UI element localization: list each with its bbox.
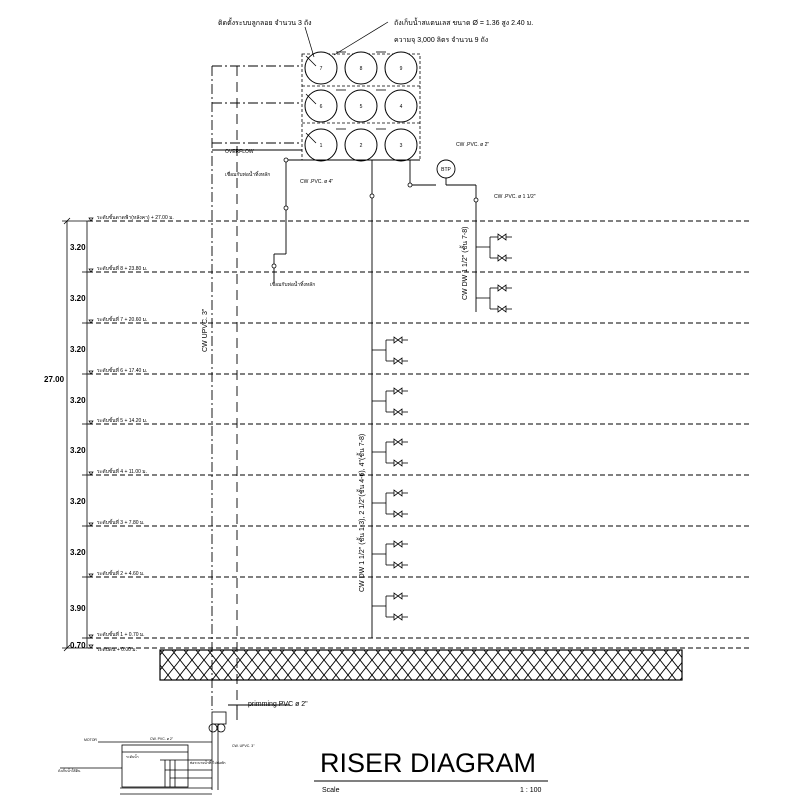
label-cw-pvc-4: CW .PVC. ø 4" — [300, 179, 333, 185]
label-upvc-riser: CW UPVC. 3" — [202, 308, 209, 352]
tank-2 — [344, 128, 378, 162]
btp-pump-symbol — [436, 159, 456, 179]
dim-floor-3: 3.20 — [70, 497, 86, 506]
label-priming: primming PVC ø 2" — [248, 701, 308, 708]
fixture-branches-lower — [372, 339, 394, 618]
tank-number-1: 1 — [320, 143, 323, 149]
level-label-1: ระดับชั้นที่ 1 + 0.70 ม. — [97, 629, 145, 638]
level-label-4: ระดับชั้นที่ 4 + 11.00 ม. — [97, 466, 147, 475]
tank-6 — [304, 89, 338, 123]
level-label-8: ระดับชั้นที่ 8 + 23.80 ม. — [97, 263, 147, 272]
level-label-ground: ระดับดิน + 0.00 ม. — [97, 646, 137, 653]
pump-label-water-level: ระดับน้ำ — [126, 754, 139, 759]
tank-3 — [384, 128, 418, 162]
ball-valve-note: ติดตั้งระบบลูกลอย จำนวน 3 ถัง — [218, 16, 312, 27]
tank-1 — [304, 128, 338, 162]
level-label-6: ระดับชั้นที่ 6 + 17.40 ม. — [97, 365, 147, 374]
dim-floor-8: 3.20 — [70, 243, 86, 252]
dim-floor-6: 3.20 — [70, 345, 86, 354]
pump-label-motor: MOTOR — [84, 738, 97, 742]
scale-value: 1 : 100 — [520, 787, 542, 794]
label-cw-pvc-1-5: CW .PVC. ø 1 1/2" — [494, 194, 536, 200]
dim-floor-7: 3.20 — [70, 294, 86, 303]
level-label-2: ระดับชั้นที่ 2 + 4.60 ม. — [97, 568, 145, 577]
tank-8 — [344, 51, 378, 85]
tank-7 — [304, 51, 338, 85]
dim-floor-1: 3.90 — [70, 604, 86, 613]
water-tanks — [304, 51, 418, 162]
tank-number-7: 7 — [320, 66, 323, 72]
level-label-3: ระดับชั้นที่ 3 + 7.80 ม. — [97, 517, 145, 526]
dim-base: 0.70 — [70, 641, 86, 650]
tank-number-9: 9 — [400, 66, 403, 72]
dimension-chain — [62, 217, 92, 652]
pump-label-cw-upvc: CW. UPVC. 3" — [232, 744, 255, 748]
riser-pipes — [211, 65, 477, 710]
dim-floor-2: 3.20 — [70, 548, 86, 557]
tank-numbers: 7 8 9 6 5 4 1 2 3 — [320, 66, 403, 149]
label-dw-lower: CW DW 1 1/2" (ชั้น 1-3), 2 1/2"(ชั้น 4-6… — [355, 434, 366, 592]
level-label-7: ระดับชั้นที่ 7 + 20.60 ม. — [97, 314, 147, 323]
gate-valves — [393, 233, 512, 621]
label-connect-main-2: เชื่อมกับท่อน้ำทิ้งหลัก — [270, 279, 315, 288]
pump-label-cw-pvc: CW. PVC. ø 2" — [150, 737, 174, 741]
note-leader-ballvalve — [304, 26, 315, 58]
tank-number-4: 4 — [400, 104, 403, 110]
label-dw-upper: CW DW 1 1/2" (ชั้น 7-8) — [458, 227, 469, 300]
scale-label: Scale — [322, 787, 340, 794]
pump-label-tank: ถังเก็บน้ำใต้ดิน — [58, 767, 81, 773]
diagram-title: RISER DIAGRAM — [320, 748, 536, 778]
tank-number-2: 2 — [360, 143, 363, 149]
dim-floor-4: 3.20 — [70, 446, 86, 455]
tank-5 — [344, 89, 378, 123]
tank-spec-line1: ถังเก็บน้ำสแตนเลส ขนาด Ø = 1.36 สูง 2.40… — [394, 16, 533, 27]
floor-level-labels: ระดับชั้นดาดฟ้า(หลังคา) + 27.00 ม. ระดับ… — [97, 212, 174, 653]
label-connect-main-1: เชื่อมกับท่อน้ำทิ้งหลัก — [225, 169, 270, 178]
level-label-roof: ระดับชั้นดาดฟ้า(หลังคา) + 27.00 ม. — [97, 212, 174, 221]
fixture-branches-upper — [476, 236, 498, 310]
floor-level-lines — [88, 220, 752, 649]
tank-number-5: 5 — [360, 104, 363, 110]
tank-9 — [384, 51, 418, 85]
overflow-label: OVERFLOW — [225, 149, 254, 155]
priming-pipe — [228, 704, 290, 720]
btp-label: BTP — [441, 167, 451, 173]
level-label-5: ระดับชั้นที่ 5 + 14.20 ม. — [97, 415, 147, 424]
tank-4 — [384, 89, 418, 123]
label-cw-pvc-2: CW .PVC. ø 2" — [456, 142, 489, 148]
pump-detail-labels: MOTOR CW. PVC. ø 2" CW. UPVC. 3" ท่อระบา… — [58, 737, 255, 773]
ground-slab — [159, 649, 683, 681]
tank-number-3: 3 — [400, 143, 403, 149]
pump-detail — [60, 711, 227, 795]
dim-floor-5: 3.20 — [70, 396, 86, 405]
pipe-junctions — [271, 157, 479, 269]
pump-label-drain: ท่อระบายน้ำทิ้งไปบ่อพัก — [190, 760, 226, 765]
dimension-values: 3.20 3.20 3.20 3.20 3.20 3.20 3.20 3.90 … — [44, 243, 86, 650]
float-valves — [305, 51, 386, 144]
tank-number-8: 8 — [360, 66, 363, 72]
dim-total: 27.00 — [44, 375, 65, 384]
note-leader-tank — [333, 21, 389, 56]
tank-number-6: 6 — [320, 104, 323, 110]
tank-spec-line2: ความจุ 3,000 ลิตร จำนวน 9 ถัง — [394, 36, 488, 44]
level-markers — [88, 217, 94, 649]
